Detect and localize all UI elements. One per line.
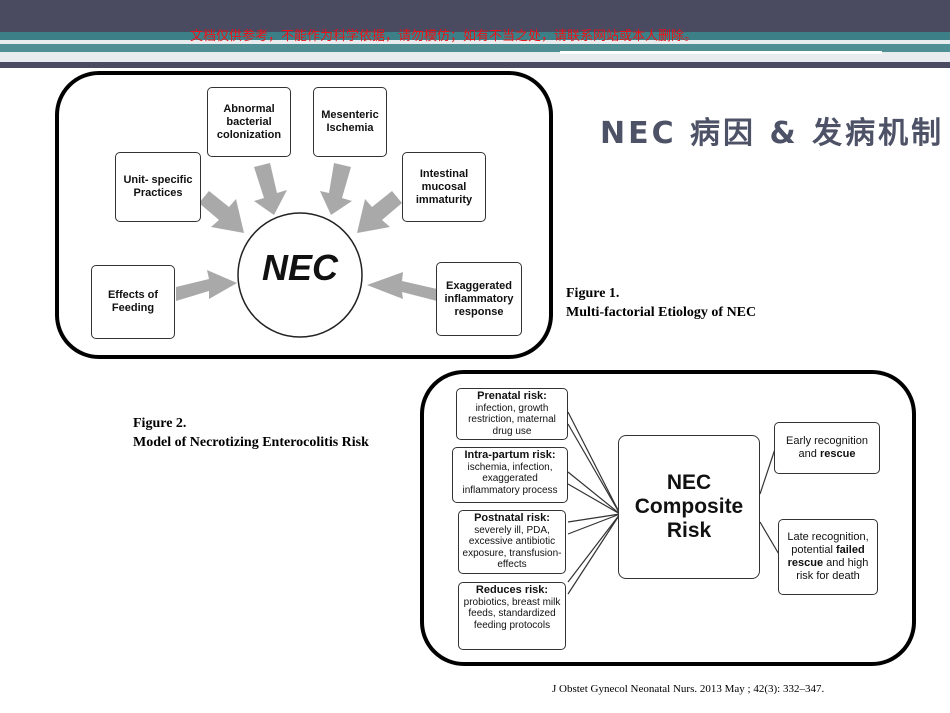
risk-postnatal: Postnatal risk: severely ill, PDA, exces…: [458, 510, 566, 574]
nec-circle: [237, 212, 363, 338]
risk-postnatal-title: Postnatal risk:: [474, 512, 550, 524]
arrow-abnormal: [254, 163, 287, 215]
figure1-caption: Figure 1. Multi-factorial Etiology of NE…: [566, 284, 756, 322]
header-white-line: [560, 51, 882, 54]
risk-reduces-title: Reduces risk:: [475, 584, 549, 596]
outcome-early-rescue: Early recognition and rescue: [774, 422, 880, 474]
outcome-late-text2: and high risk for death: [796, 557, 869, 582]
figure2-caption: Figure 2. Model of Necrotizing Enterocol…: [133, 414, 369, 452]
risk-prenatal-text: infection, growth restriction, maternal …: [468, 402, 556, 437]
arrow-inflammatory: [367, 272, 437, 301]
risk-postnatal-text: severely ill, PDA, excessive antibiotic …: [462, 524, 562, 571]
risk-intrapartum-text: ischemia, infection, exaggerated inflamm…: [462, 461, 558, 496]
risk-reduces-text: probiotics, breast milk feeds, standardi…: [463, 596, 561, 631]
citation-reference: J Obstet Gynecol Neonatal Nurs. 2013 May…: [552, 683, 825, 695]
arrow-unit: [199, 191, 244, 233]
figure2-connectors: [567, 411, 781, 595]
outcome-early-bold: rescue: [819, 448, 856, 460]
figure2-caption-line2: Model of Necrotizing Enterocolitis Risk: [133, 435, 369, 450]
outcome-early-text: Early recognition and: [786, 435, 868, 460]
figure2-diagram: Prenatal risk: infection, growth restric…: [420, 370, 916, 666]
factor-intestinal-immaturity: Intestinal mucosal immaturity: [402, 152, 486, 222]
factor-abnormal-bacterial: Abnormal bacterial colonization: [207, 87, 291, 157]
factor-mesenteric-ischemia: Mesenteric Ischemia: [313, 87, 387, 157]
risk-reduces: Reduces risk: probiotics, breast milk fe…: [458, 582, 566, 650]
header-band: [0, 0, 950, 68]
header-teal-stripe: [0, 44, 950, 52]
arrow-feeding: [176, 270, 237, 301]
figure1-caption-line1: Figure 1.: [566, 286, 620, 301]
figure1-caption-line2: Multi-factorial Etiology of NEC: [566, 305, 757, 320]
factor-unit-practices: Unit- specific Practices: [115, 152, 201, 222]
outcome-late-text: Late recognition, potential: [787, 531, 869, 556]
risk-prenatal-title: Prenatal risk:: [477, 390, 547, 402]
composite-line1: NEC: [666, 471, 712, 494]
figure1-arrows: [176, 163, 437, 338]
nec-center-label: NEC: [261, 247, 338, 288]
arrow-mesenteric: [320, 163, 352, 215]
outcome-late-bold: failed rescue: [787, 544, 865, 569]
nec-composite-risk: NEC Composite Risk: [618, 435, 760, 579]
figure2-caption-line1: Figure 2.: [133, 416, 187, 431]
factor-feeding: Effects of Feeding: [91, 265, 175, 339]
figure1-diagram: NEC Abnormal bacterial colonization Mese…: [55, 71, 553, 359]
composite-line2: Composite: [634, 495, 744, 518]
page-title: NEC 病因 & 发病机制: [600, 116, 945, 151]
risk-intrapartum: Intra-partum risk: ischemia, infection, …: [452, 447, 568, 503]
arrow-intestinal: [357, 191, 402, 233]
watermark-notice: 文档仅供参考，不能作为科学依据，请勿模仿；如有不当之处，请联系网站或本人删除。: [190, 29, 698, 44]
risk-intrapartum-title: Intra-partum risk:: [464, 449, 556, 461]
risk-prenatal: Prenatal risk: infection, growth restric…: [456, 388, 568, 440]
factor-inflammatory-response: Exaggerated inflammatory response: [436, 262, 522, 336]
outcome-late-rescue: Late recognition, potential failed rescu…: [778, 519, 878, 595]
composite-line3: Risk: [666, 519, 712, 542]
